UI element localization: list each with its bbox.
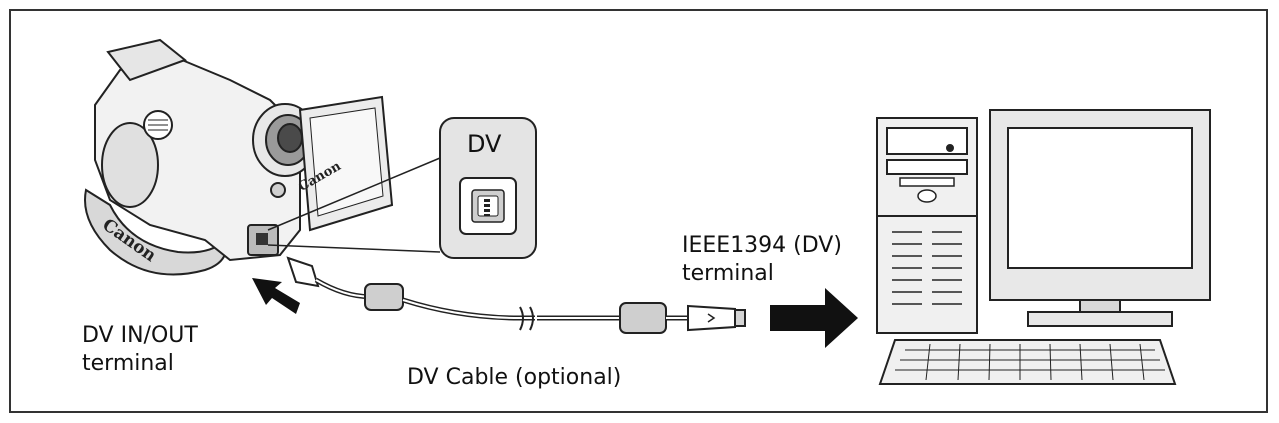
camcorder-illustration [84,38,394,276]
computer-monitor-stand [1027,311,1173,327]
computer-keyboard [878,339,1177,385]
cable-break-mark [519,306,534,331]
dv-port-label: DV [467,130,502,158]
dv-in-out-terminal-label: DV IN/OUT terminal [82,322,198,378]
dv-in-out-label-line1: DV IN/OUT [82,323,198,348]
ieee1394-arrow [770,288,858,348]
camcorder-grip [101,122,159,208]
dv-cable-label: DV Cable (optional) [407,365,622,390]
ieee1394-label-line1: IEEE1394 (DV) [682,233,842,258]
ieee1394-terminal-label: IEEE1394 (DV) terminal [682,232,842,288]
camcorder-viewfinder [106,38,188,82]
dv-in-out-arrow [252,278,300,314]
ieee1394-label-line2: terminal [682,261,774,286]
computer-monitor-screen [1007,127,1193,269]
ferrite-core-2 [619,302,667,334]
camcorder-hand-strap [84,188,228,276]
camcorder-button [270,182,286,198]
cable-plug-camera-end [286,256,320,288]
ferrite-core-1 [364,283,404,311]
computer-illustration [876,109,1211,385]
dv-in-out-label-line2: terminal [82,351,174,376]
cable-plug-computer-end [687,304,736,332]
dv-port-inset [267,117,537,259]
dv-cable [286,256,746,334]
